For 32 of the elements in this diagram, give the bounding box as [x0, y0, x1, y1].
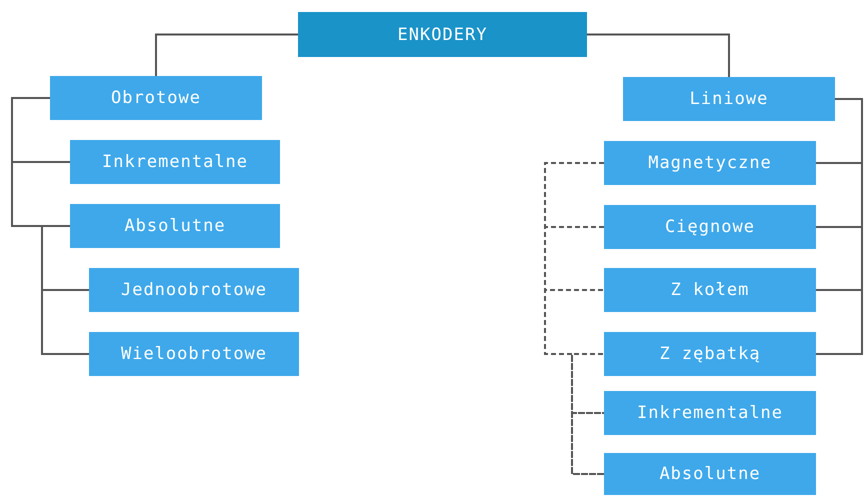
category-box [604, 205, 816, 249]
category-box [604, 332, 816, 376]
category-box [89, 332, 299, 376]
dashed-connector [571, 353, 604, 475]
category-label: Absolutne [659, 464, 761, 484]
category-box [604, 453, 816, 495]
category-box [623, 77, 835, 121]
connector-line [816, 98, 863, 355]
category-label: ENKODERY [398, 24, 488, 44]
category-box [70, 140, 280, 184]
dashed-connector [544, 289, 604, 475]
category-box [50, 76, 262, 120]
category-box [89, 268, 299, 312]
category-box [70, 204, 280, 248]
category-label: Jednoobrotowe [120, 280, 268, 300]
category-label: Liniowe [690, 89, 768, 109]
category-label: Inkrementalne [102, 152, 248, 172]
category-box [604, 268, 816, 312]
connector-line [41, 225, 89, 355]
category-label: Wieloobrotowe [120, 344, 268, 364]
category-label: Obrotowe [111, 88, 201, 108]
connector-line [587, 34, 730, 77]
category-label: Inkrementalne [636, 403, 784, 423]
category-box [604, 391, 816, 435]
category-box [604, 141, 816, 185]
category-label: Magnetyczne [648, 153, 772, 173]
category-label: Absolutne [124, 216, 226, 236]
category-label: Cięgnowe [665, 217, 755, 237]
category-label: Z zębatką [659, 344, 761, 364]
root-category-box [298, 12, 587, 57]
connector-line [155, 34, 298, 76]
category-label: Z kołem [670, 280, 750, 300]
